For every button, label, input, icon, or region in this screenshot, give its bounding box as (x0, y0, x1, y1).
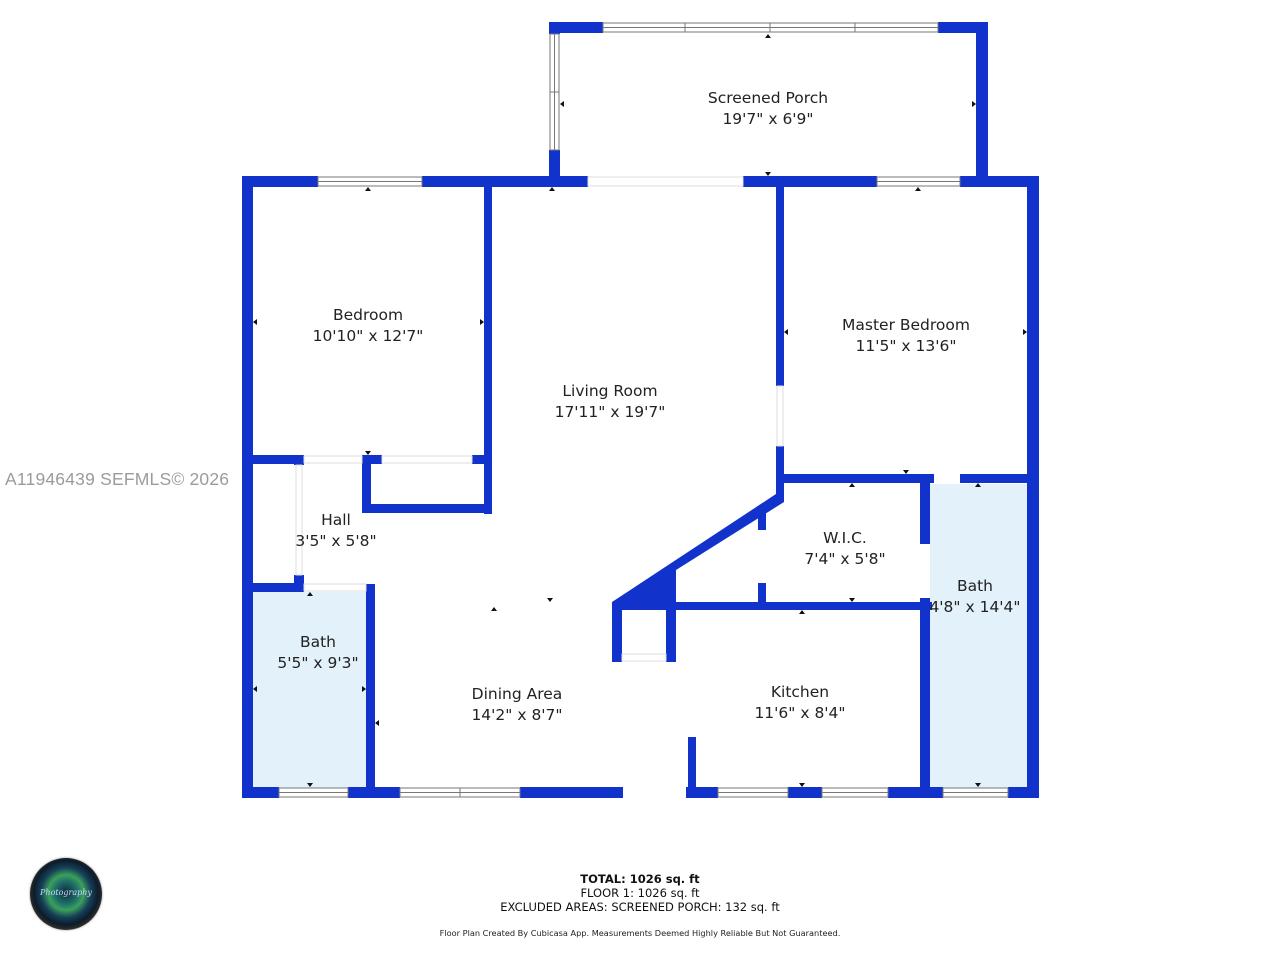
room-name: Dining Area (471, 685, 563, 703)
room-living-room: Living Room 17'11" x 19'7" (555, 381, 666, 423)
bath-right-floor (930, 484, 1028, 788)
room-wic: W.I.C. 7'4" x 5'8" (804, 528, 885, 570)
room-dims: 10'10" x 12'7" (312, 327, 424, 345)
bath-left-floor (251, 592, 368, 788)
room-hall: Hall 3'5" x 5'8" (295, 510, 376, 552)
room-kitchen: Kitchen 11'6" x 8'4" (754, 682, 845, 724)
walls (242, 22, 1039, 798)
floor1-area: FLOOR 1: 1026 sq. ft (580, 886, 700, 900)
room-dims: 7'4" x 5'8" (804, 550, 886, 568)
room-name: Hall (321, 511, 351, 529)
room-bedroom: Bedroom 10'10" x 12'7" (313, 305, 424, 347)
windows (278, 22, 1009, 798)
room-dims: 5'5" x 9'3" (277, 654, 359, 672)
photographer-logo-icon: Photography (30, 858, 102, 930)
room-dims: 3'5" x 5'8" (295, 532, 377, 550)
room-dims: 19'7" x 6'9" (722, 110, 814, 128)
room-dims: 4'8" x 14'4" (929, 598, 1021, 616)
room-master-bath: Bath 4'8" x 14'4" (929, 576, 1020, 618)
area-summary: TOTAL: 1026 sq. ft FLOOR 1: 1026 sq. ft … (500, 872, 779, 914)
room-master-bedroom: Master Bedroom 11'5" x 13'6" (842, 315, 970, 357)
total-area: TOTAL: 1026 sq. ft (580, 872, 700, 886)
excluded-area: EXCLUDED AREAS: SCREENED PORCH: 132 sq. … (500, 900, 780, 914)
room-dims: 14'2" x 8'7" (471, 706, 563, 724)
room-name: Bedroom (332, 306, 404, 324)
room-bath: Bath 5'5" x 9'3" (277, 632, 358, 674)
room-dims: 17'11" x 19'7" (554, 403, 666, 421)
room-name: Living Room (562, 382, 658, 400)
room-name: W.I.C. (823, 529, 867, 547)
dimension-markers (253, 34, 1027, 787)
room-dims: 11'6" x 8'4" (754, 704, 846, 722)
room-dining-area: Dining Area 14'2" x 8'7" (471, 684, 562, 726)
openings (295, 176, 784, 662)
room-name: Kitchen (770, 683, 830, 701)
room-name: Screened Porch (707, 89, 829, 107)
room-name: Bath (956, 577, 994, 595)
logo-text: Photography (40, 888, 92, 897)
room-dims: 11'5" x 13'6" (855, 337, 957, 355)
room-name: Master Bedroom (842, 316, 970, 334)
mls-watermark: A11946439 SEFMLS© 2026 (5, 469, 230, 489)
room-name: Bath (299, 633, 337, 651)
disclaimer: Floor Plan Created By Cubicasa App. Meas… (439, 928, 841, 938)
room-screened-porch: Screened Porch 19'7" x 6'9" (708, 88, 828, 130)
